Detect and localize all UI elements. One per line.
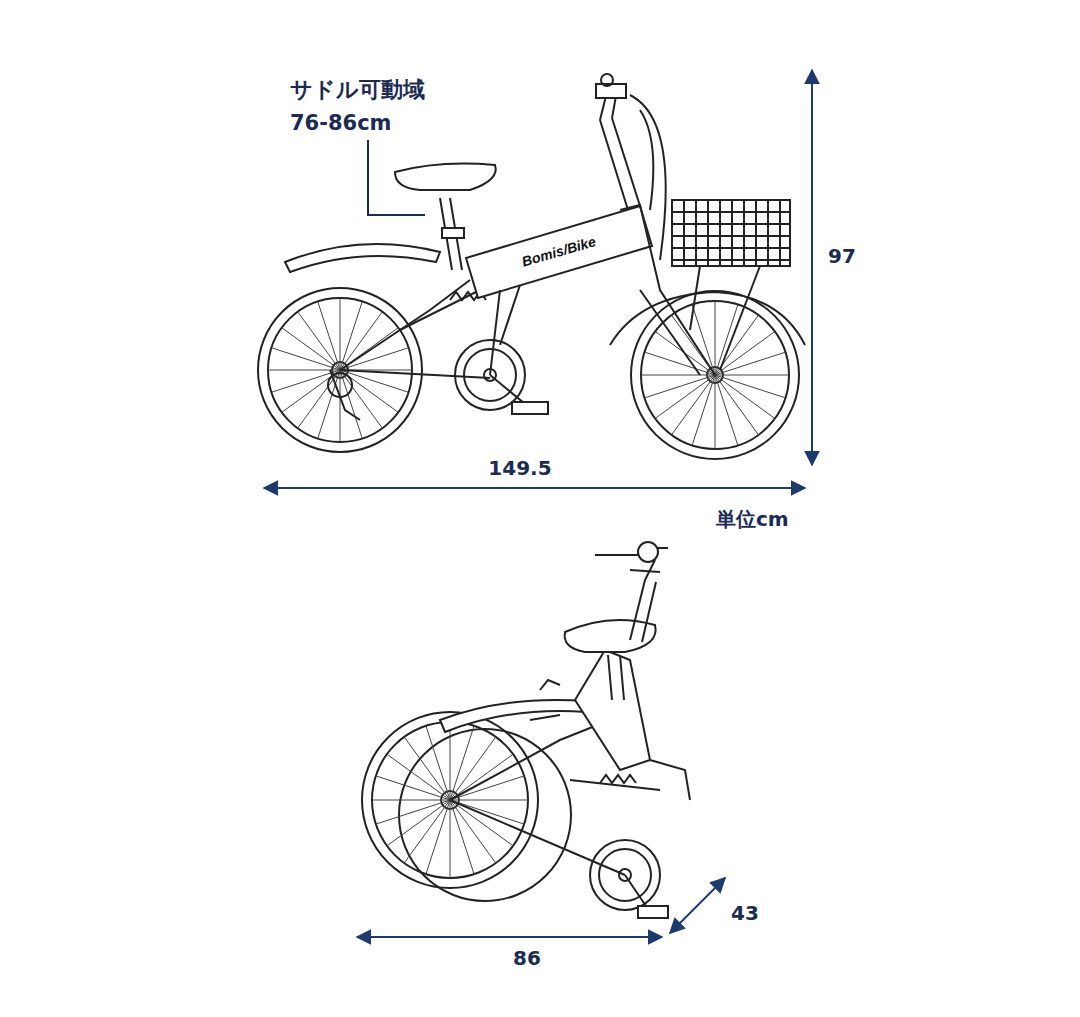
spoke (715, 305, 738, 375)
spoke (715, 375, 789, 376)
range-bracket (368, 140, 425, 215)
spoke (715, 375, 785, 398)
brand-logo: Bomis/Bike (520, 234, 598, 270)
range-value: 76-86cm (290, 112, 392, 135)
length-dimension (264, 487, 805, 489)
spoke (272, 370, 340, 392)
spoke (715, 332, 775, 375)
spoke (372, 800, 450, 801)
spoke (426, 726, 450, 800)
spoke (645, 352, 715, 375)
spoke (692, 305, 715, 375)
spoke (340, 370, 382, 428)
spoke (450, 722, 451, 800)
folded-length-dimension (357, 936, 662, 938)
folded-width-value: 43 (731, 902, 759, 924)
spoke (645, 375, 715, 398)
bike-folded-view (362, 542, 690, 918)
spoke (282, 328, 340, 370)
spoke (340, 370, 341, 442)
spoke (450, 800, 451, 878)
spoke (318, 302, 340, 370)
spoke (298, 312, 340, 370)
spoke (715, 375, 738, 445)
unit-note: 単位cm (716, 508, 789, 530)
height-dimension (811, 70, 813, 465)
spoke (340, 298, 341, 370)
spoke (340, 302, 362, 370)
folded-length-value: 86 (513, 947, 541, 969)
spoke (641, 375, 715, 376)
spoke (715, 375, 775, 418)
spoke (655, 375, 715, 418)
height-value: 97 (828, 245, 856, 267)
spoke (715, 301, 716, 375)
spoke (426, 800, 450, 874)
spoke (404, 800, 450, 863)
spoke (387, 754, 450, 800)
spoke (376, 776, 450, 800)
spoke (450, 800, 528, 801)
length-value: 149.5 (488, 457, 551, 479)
spoke (340, 312, 382, 370)
spoke (340, 348, 408, 370)
folded-width-dimension (670, 878, 725, 933)
spoke (692, 375, 715, 445)
range-title: サドル可動域 (290, 78, 425, 102)
spoke (715, 375, 716, 449)
spoke (387, 800, 450, 846)
spoke (715, 375, 758, 435)
spoke (450, 800, 524, 824)
spoke (672, 375, 715, 435)
spoke (272, 348, 340, 370)
spoke (404, 737, 450, 800)
spoke (450, 737, 496, 800)
spoke (450, 800, 474, 874)
bike-side-view (258, 74, 805, 459)
spoke (376, 800, 450, 824)
spoke (450, 754, 513, 800)
